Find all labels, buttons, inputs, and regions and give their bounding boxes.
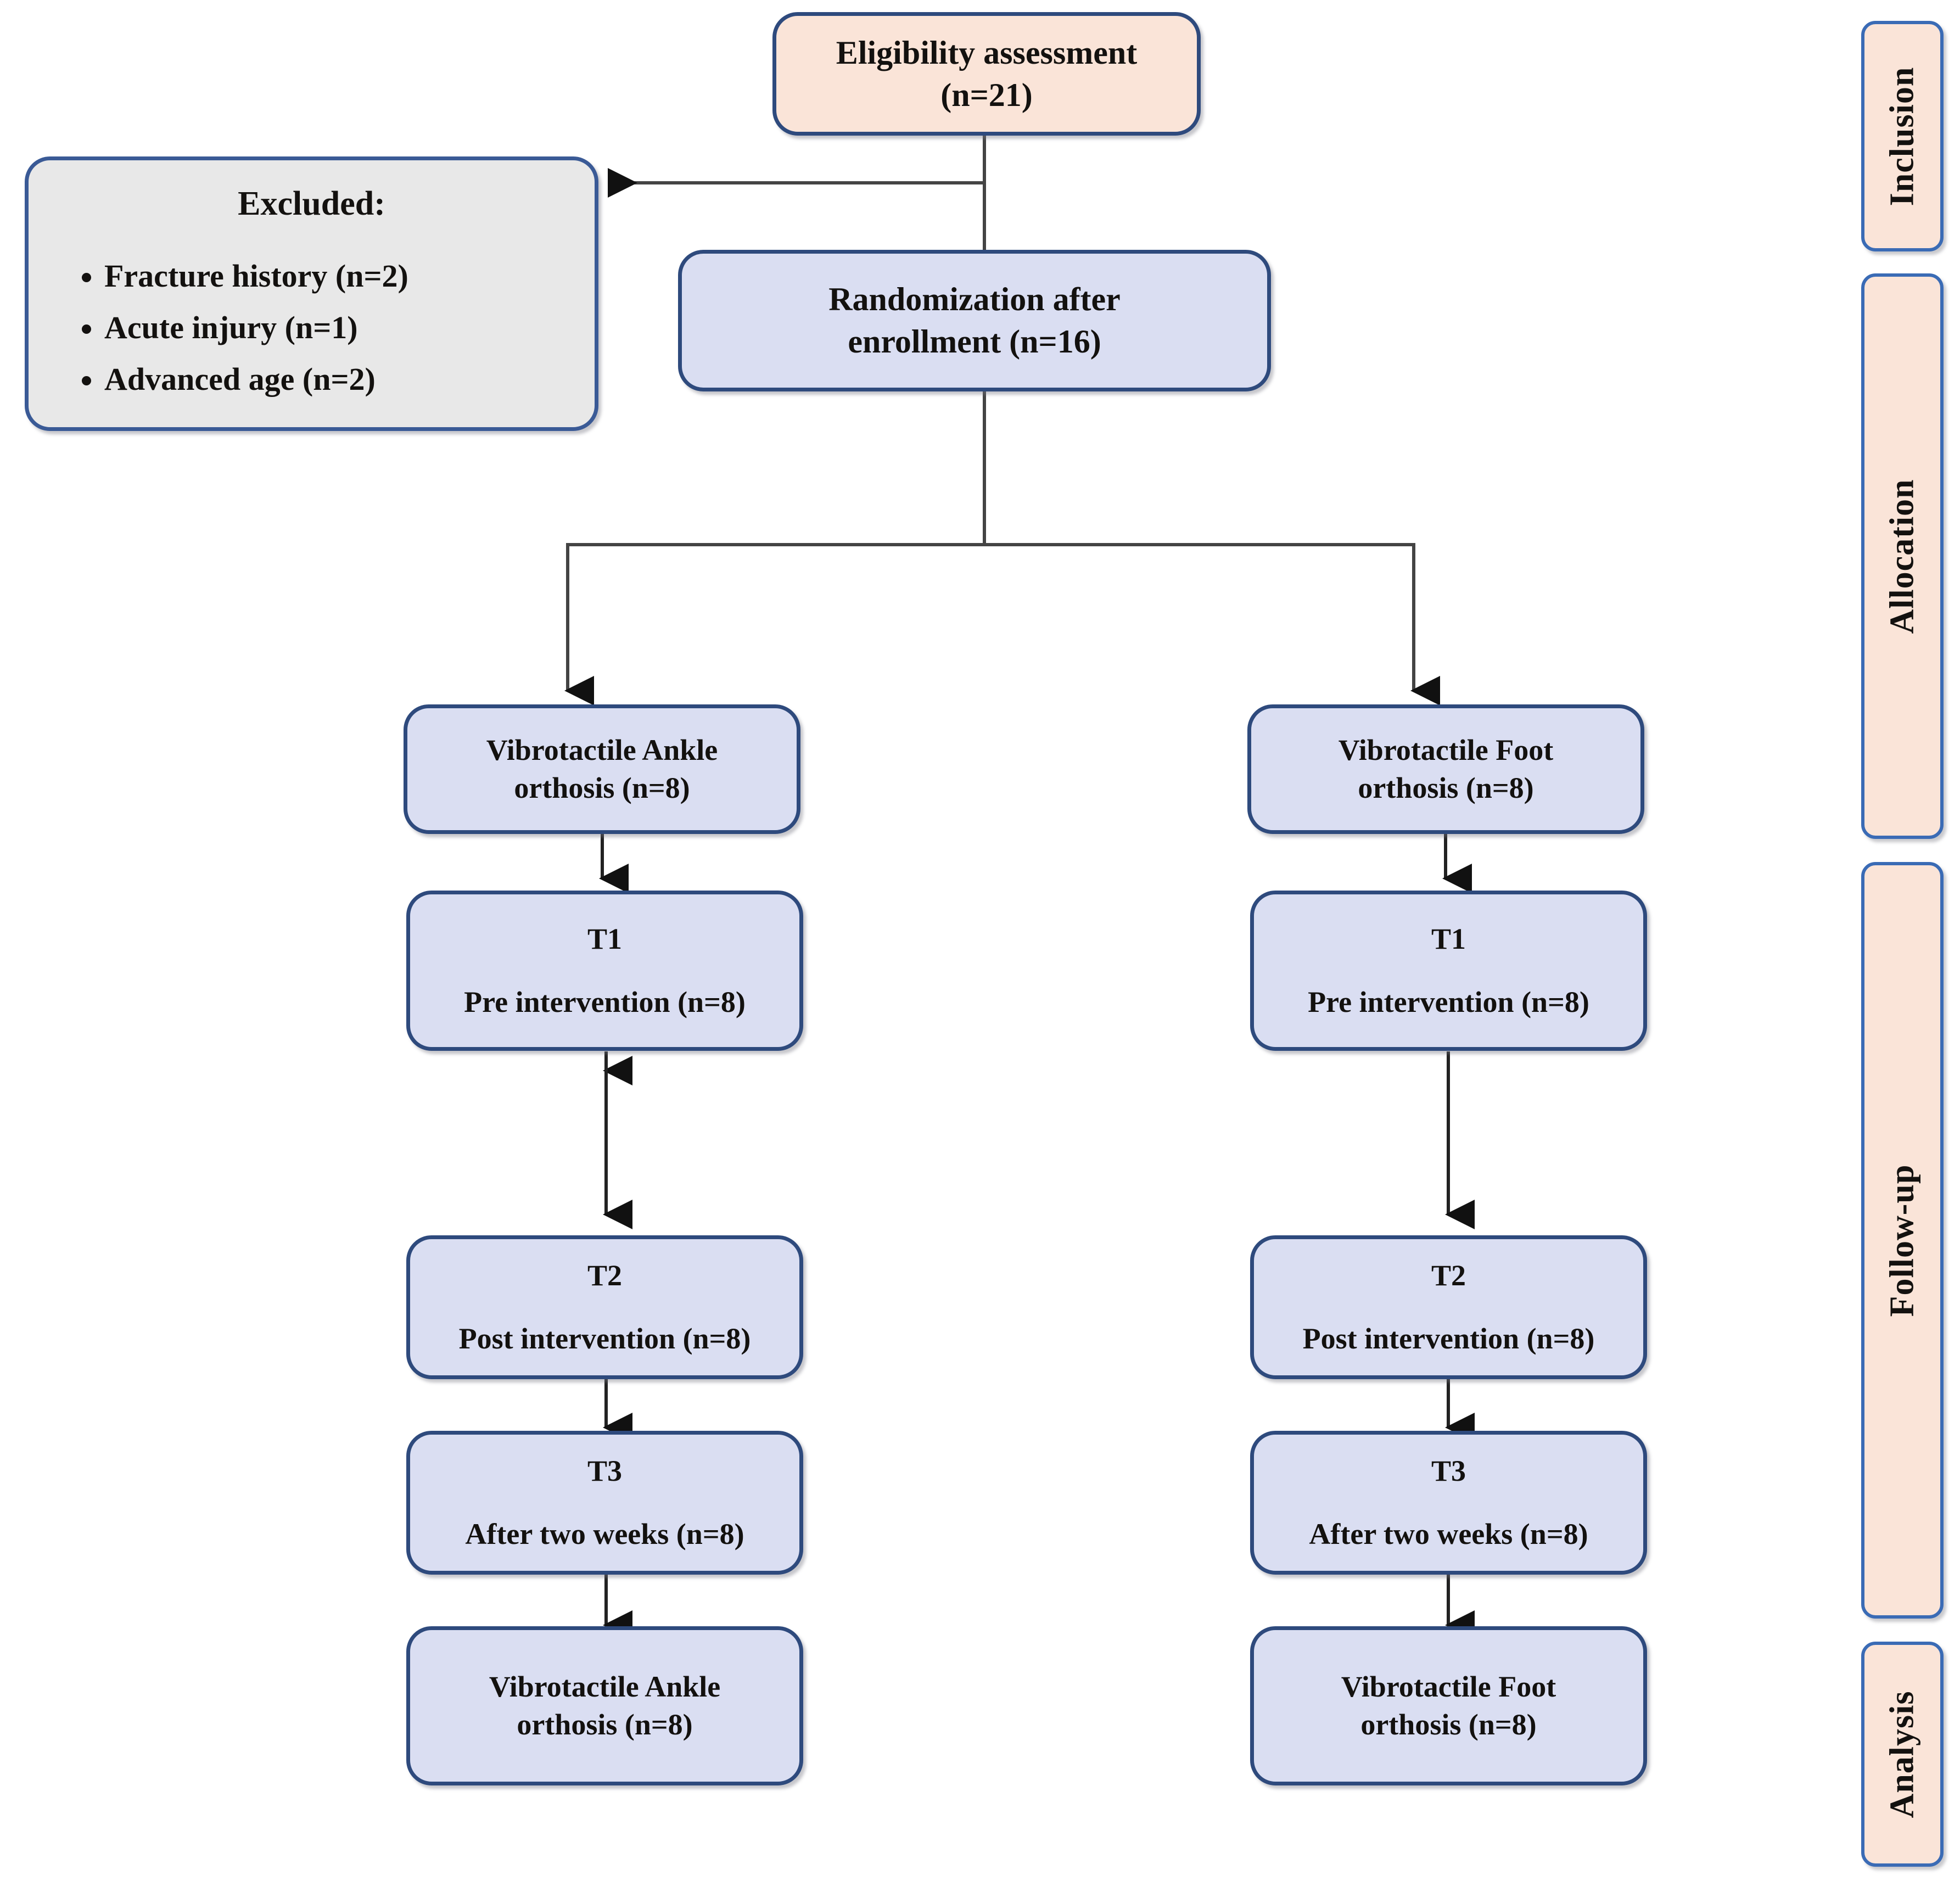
left-analysis-line-2: orthosis (n=8) bbox=[517, 1708, 693, 1741]
node-right-t3: T3 After two weeks (n=8) bbox=[1250, 1431, 1647, 1575]
node-left-allocation: Vibrotactile Ankle orthosis (n=8) bbox=[404, 704, 800, 834]
phase-followup-text: Follow-up bbox=[1883, 1164, 1921, 1317]
left-t1-line-2: Pre intervention (n=8) bbox=[464, 986, 746, 1018]
node-left-t3: T3 After two weeks (n=8) bbox=[406, 1431, 803, 1575]
node-eligibility-assessment: Eligibility assessment (n=21) bbox=[772, 12, 1201, 136]
excluded-reason-item: Fracture history (n=2) bbox=[104, 250, 584, 302]
right-allocation-line-1: Vibrotactile Foot bbox=[1338, 733, 1554, 766]
left-allocation-line-2: orthosis (n=8) bbox=[514, 771, 690, 804]
node-excluded: Excluded: Fracture history (n=2) Acute i… bbox=[25, 156, 598, 431]
right-t1-line-1: T1 bbox=[1431, 922, 1466, 955]
excluded-reason-item: Acute injury (n=1) bbox=[104, 302, 584, 354]
phase-label-allocation: Allocation bbox=[1861, 273, 1944, 839]
right-t2-line-2: Post intervention (n=8) bbox=[1302, 1322, 1595, 1355]
left-t3-line-1: T3 bbox=[587, 1454, 623, 1487]
right-analysis-line-1: Vibrotactile Foot bbox=[1341, 1670, 1556, 1703]
node-randomization: Randomization after enrollment (n=16) bbox=[678, 250, 1271, 391]
phase-label-analysis: Analysis bbox=[1861, 1642, 1944, 1867]
left-analysis-line-1: Vibrotactile Ankle bbox=[489, 1670, 721, 1703]
phase-analysis-text: Analysis bbox=[1883, 1690, 1921, 1818]
phase-label-inclusion: Inclusion bbox=[1861, 21, 1944, 251]
phase-label-followup: Follow-up bbox=[1861, 862, 1944, 1619]
eligibility-line-1: Eligibility assessment bbox=[836, 34, 1138, 71]
node-left-analysis: Vibrotactile Ankle orthosis (n=8) bbox=[406, 1626, 803, 1785]
right-analysis-line-2: orthosis (n=8) bbox=[1360, 1708, 1537, 1741]
excluded-reason-item: Advanced age (n=2) bbox=[104, 354, 584, 405]
node-right-t2: T2 Post intervention (n=8) bbox=[1250, 1235, 1647, 1379]
randomization-line-2: enrollment (n=16) bbox=[848, 323, 1101, 360]
left-t2-line-1: T2 bbox=[587, 1258, 623, 1292]
node-left-t1: T1 Pre intervention (n=8) bbox=[406, 891, 803, 1051]
excluded-reason-list: Fracture history (n=2) Acute injury (n=1… bbox=[40, 250, 584, 405]
right-allocation-line-2: orthosis (n=8) bbox=[1358, 771, 1534, 804]
phase-inclusion-text: Inclusion bbox=[1883, 66, 1921, 206]
right-t1-line-2: Pre intervention (n=8) bbox=[1308, 986, 1589, 1018]
right-t3-line-1: T3 bbox=[1431, 1454, 1466, 1487]
node-right-analysis: Vibrotactile Foot orthosis (n=8) bbox=[1250, 1626, 1647, 1785]
left-allocation-line-1: Vibrotactile Ankle bbox=[486, 733, 718, 766]
node-right-t1: T1 Pre intervention (n=8) bbox=[1250, 891, 1647, 1051]
left-t2-line-2: Post intervention (n=8) bbox=[458, 1322, 751, 1355]
phase-allocation-text: Allocation bbox=[1883, 478, 1921, 634]
left-t3-line-2: After two weeks (n=8) bbox=[465, 1518, 744, 1550]
node-left-t2: T2 Post intervention (n=8) bbox=[406, 1235, 803, 1379]
right-t3-line-2: After two weeks (n=8) bbox=[1309, 1518, 1588, 1550]
randomization-line-1: Randomization after bbox=[828, 281, 1121, 318]
node-right-allocation: Vibrotactile Foot orthosis (n=8) bbox=[1247, 704, 1644, 834]
left-t1-line-1: T1 bbox=[587, 922, 623, 955]
eligibility-line-2: (n=21) bbox=[940, 76, 1033, 113]
right-t2-line-1: T2 bbox=[1431, 1258, 1466, 1292]
excluded-title: Excluded: bbox=[238, 185, 385, 223]
